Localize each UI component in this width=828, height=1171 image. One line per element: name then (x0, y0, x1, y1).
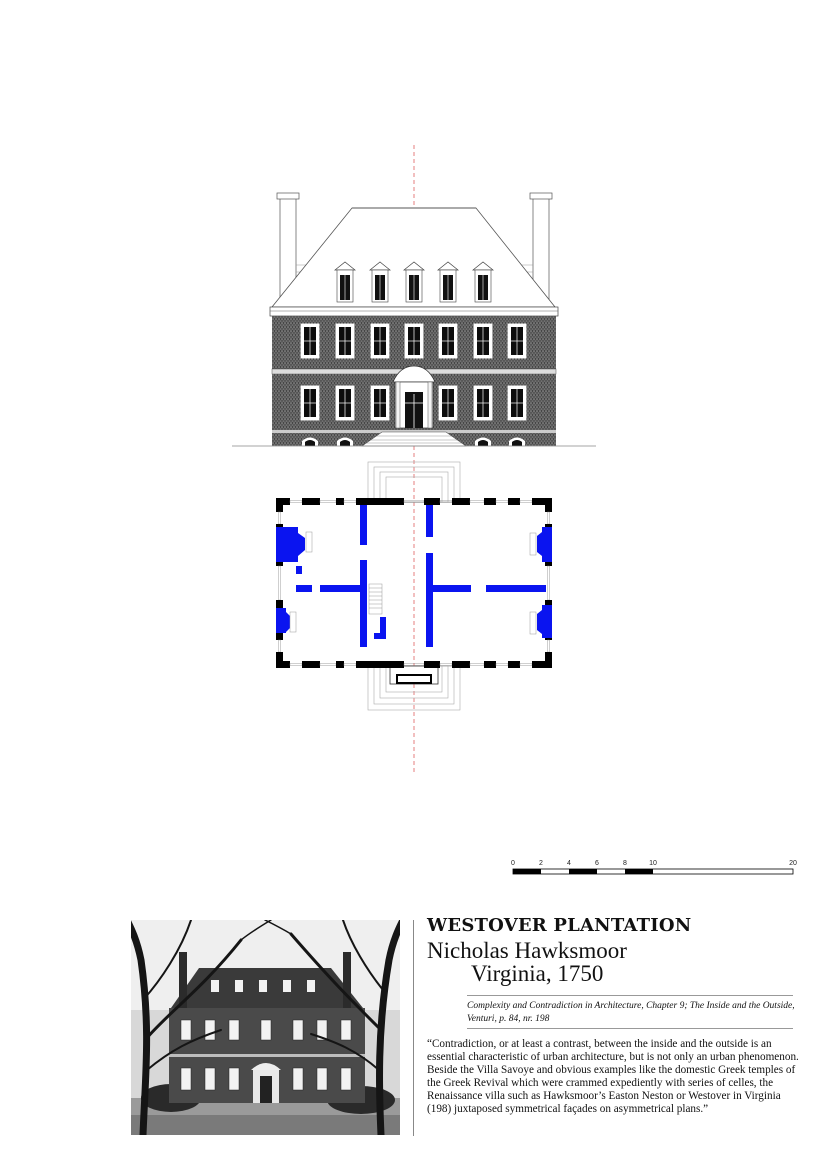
exterior-wall (508, 661, 520, 668)
exterior-wall (302, 661, 320, 668)
exterior-wall (545, 652, 552, 668)
dormer-window (472, 261, 494, 303)
scale-bar: 0 2 4 6 8 10 20 (511, 860, 797, 875)
exterior-wall (424, 498, 440, 505)
exterior-wall (302, 498, 320, 505)
exterior-wall (276, 652, 283, 668)
upper-window (507, 323, 527, 359)
basement-window (337, 437, 353, 446)
reference-rule-bottom (467, 1028, 793, 1029)
exterior-wall (545, 498, 552, 512)
caption-divider (413, 920, 414, 1136)
dormer-window (369, 261, 391, 303)
exterior-wall (356, 498, 404, 505)
basement-window (509, 437, 525, 446)
exterior-wall (336, 661, 344, 668)
scale-tick-label: 0 (511, 860, 515, 867)
entrance-portal (392, 365, 436, 429)
scale-tick-label: 2 (539, 860, 543, 867)
lower-window (438, 385, 458, 421)
exterior-wall (452, 498, 470, 505)
exterior-wall (356, 661, 404, 668)
exterior-wall (336, 498, 344, 505)
lower-window (335, 385, 355, 421)
scale-tick-label: 20 (789, 860, 797, 867)
exterior-wall (532, 498, 552, 505)
scale-tick-label: 4 (567, 860, 571, 867)
scale-tick-label: 6 (595, 860, 599, 867)
book-reference: Complexity and Contradiction in Architec… (467, 1001, 795, 1024)
dormer-window (334, 261, 356, 303)
upper-window (370, 323, 390, 359)
upper-window (438, 323, 458, 359)
lower-window (370, 385, 390, 421)
lower-window (473, 385, 493, 421)
upper-window (473, 323, 493, 359)
dormer-window (437, 261, 459, 303)
house-photograph (131, 920, 400, 1135)
scale-tick-label: 10 (649, 860, 657, 867)
reference-rule-top (467, 995, 793, 996)
upper-window (404, 323, 424, 359)
location-date: Virginia, 1750 (471, 961, 604, 986)
project-title: WESTOVER PLANTATION (427, 915, 692, 936)
exterior-wall (532, 661, 552, 668)
exterior-wall (276, 498, 283, 512)
upper-window (300, 323, 320, 359)
scale-tick-label: 8 (623, 860, 627, 867)
exterior-wall (484, 661, 496, 668)
architectural-drawing (232, 145, 596, 775)
dormer-window (403, 261, 425, 303)
upper-window (335, 323, 355, 359)
basement-window (475, 437, 491, 446)
lower-window (300, 385, 320, 421)
exterior-wall (484, 498, 496, 505)
elevation-drawing (232, 192, 596, 447)
quote-text: “Contradiction, or at least a contrast, … (427, 1038, 799, 1115)
exterior-wall (424, 661, 440, 668)
basement-window (302, 437, 318, 446)
exterior-wall (508, 498, 520, 505)
plan-drawing (276, 461, 552, 711)
exterior-wall (452, 661, 470, 668)
architect-name: Nicholas Hawksmoor (427, 938, 627, 963)
lower-window (507, 385, 527, 421)
